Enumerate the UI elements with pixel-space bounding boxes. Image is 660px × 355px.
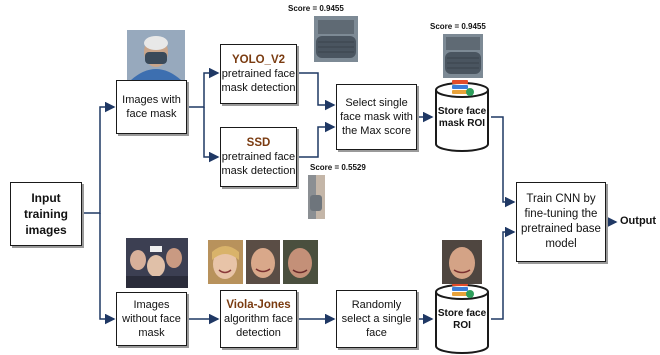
viola-jones-desc: algorithm face detection [223, 313, 294, 339]
random-select-box: Randomly select a single face [336, 290, 417, 348]
score-stored-label: Score = 0.9455 [430, 22, 486, 31]
input-training-images-box: Input training images [10, 182, 82, 246]
arrow-store-face-to-train [491, 226, 516, 320]
images-without-mask-label: Images without face mask [122, 299, 181, 339]
viola-jones-box: Viola-Jones algorithm face detection [220, 290, 297, 348]
select-single-box: Select single face mask with the Max sco… [336, 84, 417, 150]
store-mask-cylinder [435, 82, 489, 152]
arrow-ssd-to-select [297, 121, 336, 158]
store-mask-label: Store face mask ROI [437, 106, 487, 129]
yolo-desc: pretrained face mask detection [221, 68, 296, 94]
score-ssd-label: Score = 0.5529 [310, 163, 366, 172]
select-single-label: Select single face mask with the Max sco… [340, 97, 413, 137]
stored-mask-crop-photo [443, 34, 483, 78]
crowd-photo [126, 238, 188, 288]
ssd-desc: pretrained face mask detection [221, 151, 296, 177]
arrow-input-to-without-mask [99, 213, 116, 325]
yolo-box: YOLO_V2 pretrained face mask detection [220, 44, 297, 104]
arrow-input-to-with-mask [82, 101, 116, 214]
train-cnn-box: Train CNN by fine-tuning the pretrained … [516, 182, 606, 262]
viola-jones-title: Viola-Jones [226, 299, 291, 311]
arrow-store-mask-to-train [491, 116, 516, 208]
yolo-mask-crop-photo [314, 16, 358, 62]
stored-face-crop-photo [442, 240, 482, 284]
arrow-yolo-to-select [297, 72, 336, 111]
database-icon [452, 80, 474, 96]
masked-person-photo [127, 30, 185, 80]
output-label: Output [620, 215, 657, 227]
store-face-label: Store face ROI [437, 308, 487, 331]
face-crop-photo-1 [208, 240, 243, 284]
arrow-to-yolo [187, 67, 220, 108]
images-with-mask-box: Images with face mask [116, 80, 187, 134]
ssd-title: SSD [246, 137, 271, 149]
yolo-title: YOLO_V2 [231, 54, 286, 66]
ssd-partial-crop-photo [308, 175, 325, 219]
arrow-to-ssd [203, 107, 220, 163]
face-crop-photo-3 [283, 240, 318, 284]
images-without-mask-box: Images without face mask [116, 292, 187, 346]
input-training-images-label: Input training images [24, 191, 68, 237]
random-select-label: Randomly select a single face [341, 299, 412, 339]
train-cnn-label: Train CNN by fine-tuning the pretrained … [521, 193, 601, 250]
face-crop-photo-2 [246, 240, 280, 284]
database-icon [452, 282, 474, 298]
images-with-mask-label: Images with face mask [122, 94, 181, 120]
ssd-box: SSD pretrained face mask detection [220, 127, 297, 187]
score-yolo-label: Score = 0.9455 [288, 4, 344, 13]
